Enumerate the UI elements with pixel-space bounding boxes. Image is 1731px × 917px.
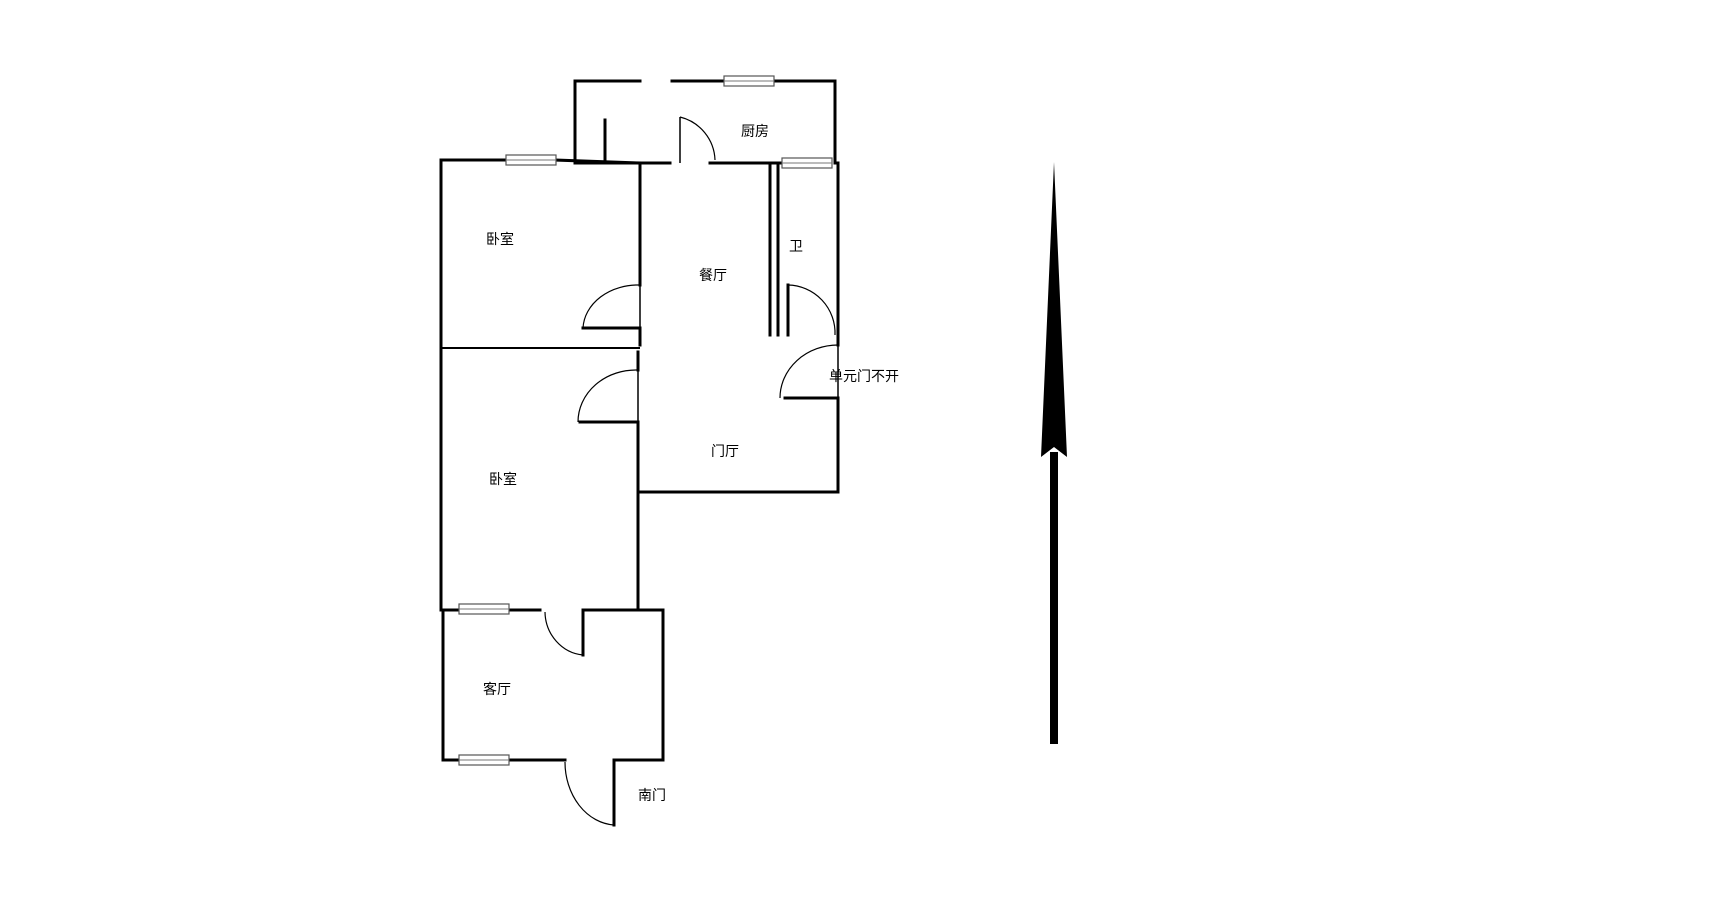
bedroom-north-wall-n2	[553, 158, 642, 165]
unit-door-note: 单元门不开	[829, 369, 899, 385]
room-label-foyer: 门厅	[711, 444, 739, 460]
windows	[458, 75, 833, 766]
foyer-walls	[578, 396, 840, 494]
window-bedroom-north	[505, 154, 557, 166]
window-kitchen-north	[723, 75, 775, 87]
south-door-label: 南门	[638, 788, 666, 804]
door-unit-entrance	[779, 344, 839, 399]
window-living-north	[458, 603, 510, 615]
door-south	[564, 761, 615, 826]
kitchen-wall-west	[573, 79, 672, 165]
window-living-south	[458, 754, 510, 766]
room-label-living: 客厅	[483, 681, 511, 698]
bedroom-north-door-jamb	[581, 326, 642, 347]
window-kitchen-south	[781, 157, 833, 169]
door-living-north	[544, 611, 584, 656]
room-label-kitchen: 厨房	[741, 124, 769, 140]
north-arrow-icon	[1041, 162, 1067, 744]
door-bedroom-north	[582, 284, 641, 329]
door-bathroom	[787, 284, 836, 336]
room-label-dining: 餐厅	[699, 268, 727, 284]
room-label-bedroom-south: 卧室	[489, 471, 517, 488]
kitchen-wall-north-east	[743, 79, 837, 165]
walls	[439, 79, 840, 827]
doors	[544, 116, 839, 826]
room-label-bathroom: 卫	[789, 239, 803, 255]
door-kitchen	[679, 116, 716, 163]
room-label-bedroom-north: 卧室	[486, 231, 514, 248]
door-bedroom-south	[577, 369, 639, 423]
room-labels: 厨房 卧室 餐厅 卫 门厅 卧室 客厅	[483, 124, 803, 698]
